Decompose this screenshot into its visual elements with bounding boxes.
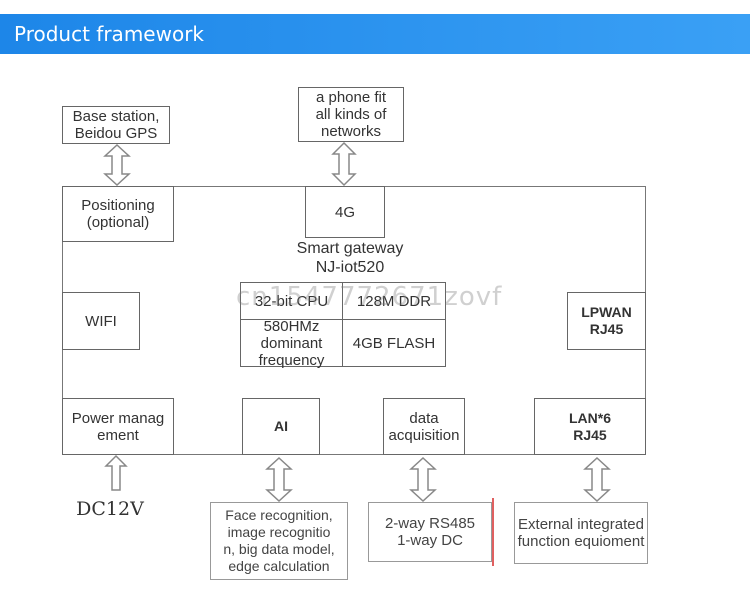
positioning-module: Positioning (optional) <box>62 186 174 242</box>
power-module: Power manag ement <box>62 398 174 455</box>
ai-applications-node: Face recognition, image recognitio n, bi… <box>210 502 348 580</box>
ai-module: AI <box>242 398 320 455</box>
header-title: Product framework <box>14 22 204 46</box>
dc12v-label: DC12V <box>76 498 144 520</box>
fourg-module: 4G <box>305 186 385 238</box>
ai-arrow <box>265 456 293 503</box>
dc-power-arrow <box>104 454 128 491</box>
base-station-node: Base station, Beidou GPS <box>62 106 170 144</box>
phone-network-node: a phone fit all kinds of networks <box>298 87 404 142</box>
watermark-text: cn1547772671zovf <box>236 282 503 312</box>
data-acquisition-module: data acquisition <box>383 398 465 455</box>
external-equipment-node: External integrated function equioment <box>514 502 648 564</box>
gateway-model: NJ-iot520 <box>315 259 385 276</box>
flash-cell: 4GB FLASH <box>342 319 446 367</box>
red-divider <box>492 498 494 566</box>
data-acquisition-arrow <box>409 456 437 503</box>
lan-arrow <box>583 456 611 503</box>
lan-module: LAN*6 RJ45 <box>534 398 646 455</box>
rs485-node: 2-way RS485 1-way DC <box>368 502 492 562</box>
frequency-cell: 580HMz dominant frequency <box>240 318 343 369</box>
base-station-arrow <box>103 143 131 187</box>
phone-arrow <box>331 141 357 187</box>
header-banner: Product framework <box>0 14 750 54</box>
lpwan-module: LPWAN RJ45 <box>567 292 646 350</box>
wifi-module: WIFI <box>62 292 140 350</box>
gateway-title: Smart gateway <box>296 240 404 257</box>
